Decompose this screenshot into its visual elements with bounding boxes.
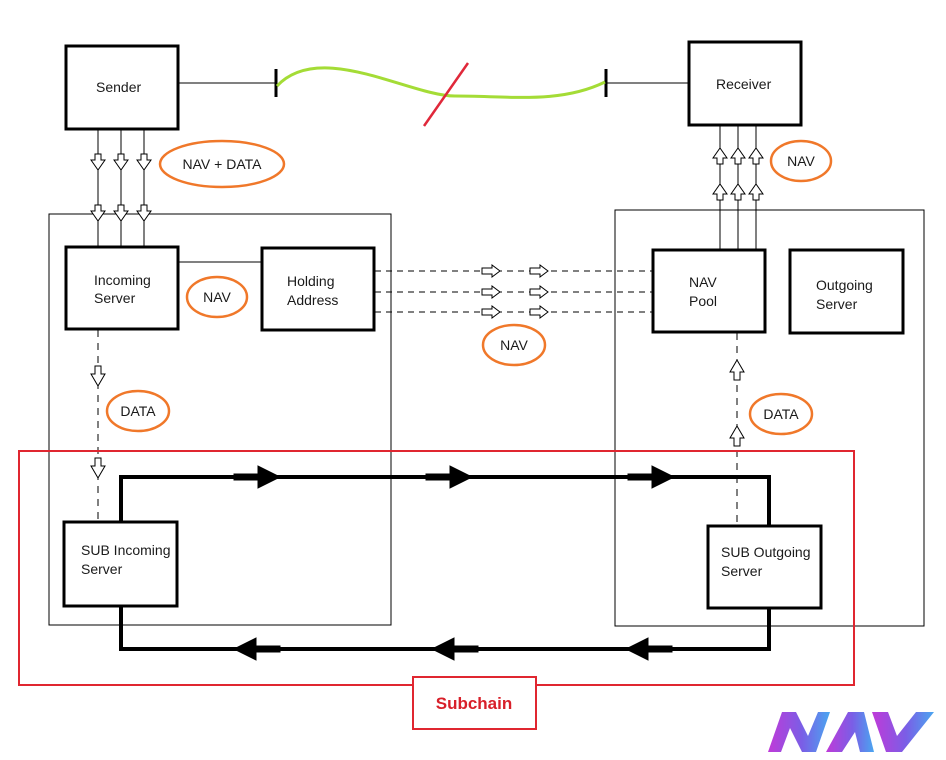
oval-data-left-label: DATA (120, 403, 156, 419)
oval-data-left: DATA (105, 389, 171, 433)
sub-outgoing-server-label-1: SUB Outgoing (721, 544, 811, 560)
nav-pool-label-2: Pool (689, 293, 717, 309)
outgoing-server-label-2: Server (816, 296, 858, 312)
oval-nav-incoming: NAV (185, 275, 249, 319)
subchain-label: Subchain (436, 694, 513, 713)
receiver-box: Receiver (687, 40, 803, 127)
pool-to-receiver-arrows (712, 126, 764, 249)
subchain-forward-arrows (233, 465, 676, 489)
sub-outgoing-server-box: SUB Outgoing Server (706, 524, 823, 610)
subchain-loop (119, 475, 771, 651)
broken-connection-mark (422, 62, 470, 127)
holding-address-box: Holding Address (260, 246, 376, 332)
incoming-to-sub-data-path (90, 330, 106, 522)
nav-pool-label-1: NAV (689, 274, 717, 290)
sub-outgoing-server-label-2: Server (721, 563, 763, 579)
direct-connection-curve (275, 66, 606, 99)
oval-nav-receiver: NAV (769, 139, 833, 183)
subchain-return-arrows (232, 637, 673, 661)
oval-nav-incoming-label: NAV (203, 289, 231, 305)
oval-nav-data-top: NAV + DATA (158, 139, 286, 189)
incoming-group-frame (48, 213, 392, 626)
sub-incoming-server-box: SUB Incoming Server (62, 520, 179, 608)
sub-incoming-server-label-1: SUB Incoming (81, 542, 170, 558)
sender-to-incoming-arrows (90, 130, 152, 246)
oval-data-right: DATA (748, 392, 814, 436)
oval-nav-middle: NAV (481, 323, 547, 367)
oval-nav-data-top-label: NAV + DATA (183, 156, 263, 172)
nav-logo (768, 712, 934, 752)
holding-address-label-2: Address (287, 292, 338, 308)
receiver-label: Receiver (716, 76, 772, 92)
holding-to-pool-transfers (375, 264, 652, 319)
outgoing-server-label-1: Outgoing (816, 277, 873, 293)
oval-nav-middle-label: NAV (500, 337, 528, 353)
oval-data-right-label: DATA (763, 406, 799, 422)
oval-nav-receiver-label: NAV (787, 153, 815, 169)
sub-to-pool-data-path (729, 333, 745, 525)
subchain-label-box (412, 676, 537, 730)
nav-pool-box: NAV Pool (651, 248, 767, 334)
sub-incoming-server-label-2: Server (81, 561, 123, 577)
sender-box: Sender (64, 44, 180, 131)
incoming-server-box: Incoming Server (64, 245, 180, 331)
incoming-server-label-1: Incoming (94, 272, 151, 288)
sender-label: Sender (96, 79, 141, 95)
holding-address-label-1: Holding (287, 273, 334, 289)
outgoing-server-box: Outgoing Server (788, 248, 905, 335)
incoming-server-label-2: Server (94, 290, 136, 306)
